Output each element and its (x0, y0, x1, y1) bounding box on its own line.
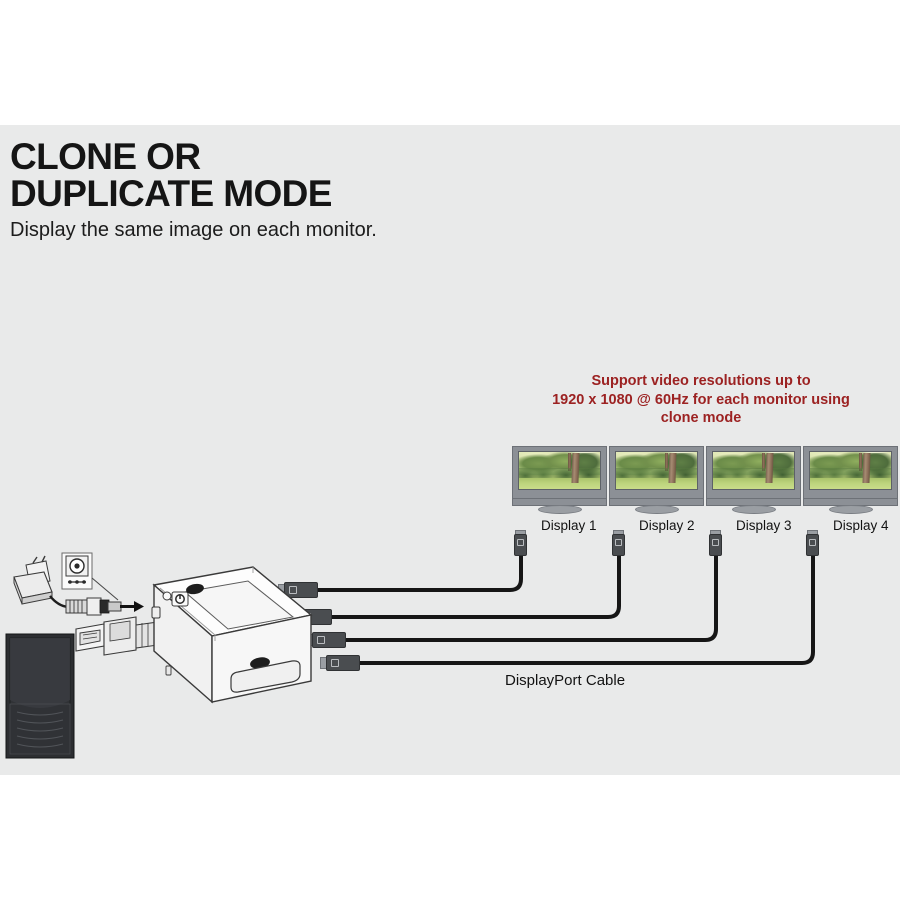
monitor-bezel (609, 446, 704, 499)
displayport-plug-2 (292, 609, 333, 625)
screen-tree-branch (858, 452, 862, 472)
monitor-screen (518, 451, 601, 490)
screen-tree-branch (567, 452, 571, 472)
displayport-logo-icon (289, 586, 297, 594)
resolution-callout: Support video resolutions up to 1920 x 1… (505, 372, 897, 428)
monitor-stand-base (538, 505, 582, 514)
screen-grass (616, 477, 697, 489)
screen-hedge (810, 468, 891, 480)
displayport-logo-icon (331, 659, 339, 667)
displayport-connector-display-1 (514, 530, 527, 556)
displayport-connector-display-2 (612, 530, 625, 556)
monitor-stand-base (732, 505, 776, 514)
screen-hedge (713, 468, 794, 480)
display-label-4: Display 4 (833, 518, 889, 533)
display-label-3: Display 3 (736, 518, 792, 533)
screen-hedge (616, 468, 697, 480)
displayport-cable-label: DisplayPort Cable (505, 672, 626, 689)
monitor-display-3 (706, 446, 801, 514)
display-label-1: Display 1 (541, 518, 597, 533)
monitor-bezel (706, 446, 801, 499)
monitor-bezel (512, 446, 607, 499)
monitor-stand-base (635, 505, 679, 514)
monitor-display-1 (512, 446, 607, 514)
screen-tree-branch (664, 452, 668, 472)
displayport-connector-display-4 (806, 530, 819, 556)
screen-grass (519, 477, 600, 489)
displayport-connector-display-3 (709, 530, 722, 556)
monitor-bezel (803, 446, 898, 499)
monitor-screen (615, 451, 698, 490)
page-subtitle: Display the same image on each monitor. (10, 219, 377, 241)
screen-grass (810, 477, 891, 489)
displayport-logo-icon (712, 539, 719, 546)
displayport-logo-icon (809, 539, 816, 546)
monitor-stand-base (829, 505, 873, 514)
title-line-1: CLONE OR (10, 136, 201, 177)
displayport-logo-icon (303, 613, 311, 621)
title-line-2: DUPLICATE MODE (10, 173, 332, 214)
screen-grass (713, 477, 794, 489)
displayport-logo-icon (615, 539, 622, 546)
callout-line-3: clone mode (660, 410, 742, 426)
page-title: CLONE OR DUPLICATE MODE Display the same… (10, 138, 530, 241)
callout-line-1: Support video resolutions up to (591, 373, 811, 389)
monitor-screen (712, 451, 795, 490)
screen-hedge (519, 468, 600, 480)
screen-tree-branch (761, 452, 765, 472)
displayport-logo-icon (517, 539, 524, 546)
displayport-plug-3 (306, 632, 347, 648)
callout-line-2: 1920 x 1080 @ 60Hz for each monitor usin… (552, 391, 850, 408)
displayport-logo-icon (317, 636, 325, 644)
monitor-display-2 (609, 446, 704, 514)
display-label-2: Display 2 (639, 518, 695, 533)
monitor-display-4 (803, 446, 898, 514)
monitor-screen (809, 451, 892, 490)
displayport-plug-4 (320, 655, 361, 671)
displayport-plug-1 (278, 582, 319, 598)
